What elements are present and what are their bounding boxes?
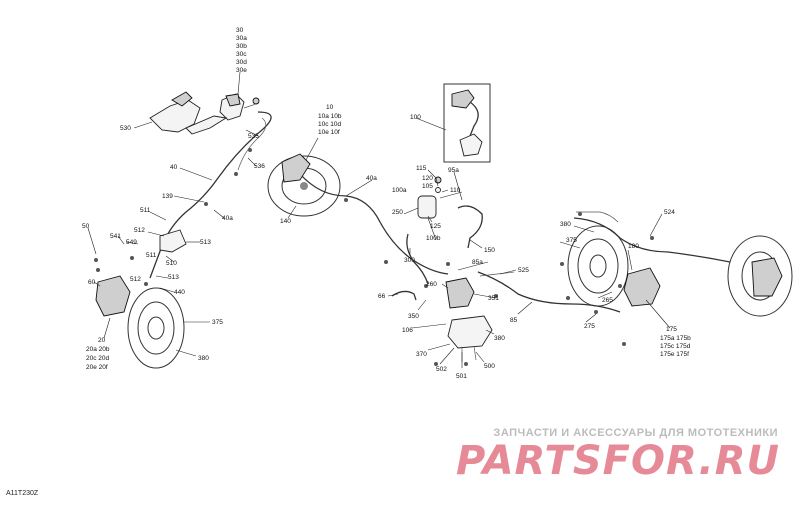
fasteners (94, 148, 654, 366)
callout-513-top: 513 (200, 239, 211, 246)
callout-20ab: 20a 20b (86, 346, 110, 353)
callout-95a: 95a (448, 167, 459, 174)
watermark-logo: PARTSFOR.RU (455, 438, 780, 484)
callout-50: 50 (82, 223, 90, 230)
callout-115: 115 (416, 165, 427, 172)
callout-10: 10 (326, 104, 334, 111)
callout-530: 530 (120, 125, 131, 132)
callout-175cd: 175c 175d (660, 343, 691, 350)
callout-85a: 85a (472, 259, 483, 266)
callout-513-bottom: 513 (168, 274, 179, 281)
callout-110: 110 (450, 187, 461, 194)
front-left-disc (95, 229, 187, 369)
center-caliper (445, 277, 493, 362)
callout-30e: 30e (236, 67, 247, 74)
callout-10ab: 10a 10b (318, 113, 342, 120)
callout-512-top: 512 (134, 227, 145, 234)
callout-380-left: 380 (198, 355, 209, 362)
callout-375-left: 375 (212, 319, 223, 326)
callout-375-right: 375 (566, 237, 577, 244)
callout-351: 351 (488, 295, 499, 302)
callout-10ef: 10e 10f (318, 129, 340, 136)
callout-120: 120 (422, 175, 433, 182)
callout-275: 275 (584, 323, 595, 330)
leader-lines (87, 71, 671, 368)
rear-far-right-disc (727, 235, 793, 317)
callout-30a: 30a (236, 35, 247, 42)
callout-501: 501 (456, 373, 467, 380)
callout-labels: 30 30a 30b 30c 30d 30e 530 535 536 10 10… (82, 27, 691, 380)
callout-510: 510 (166, 260, 177, 267)
callout-175ab: 175a 175b (660, 335, 691, 342)
front-disc-upper (267, 153, 341, 217)
callout-139: 139 (162, 193, 173, 200)
callout-350: 350 (408, 313, 419, 320)
callout-85: 85 (510, 317, 518, 324)
abs-unit-box (443, 83, 491, 163)
callout-100a: 100a (392, 187, 407, 194)
callout-125: 125 (430, 223, 441, 230)
callout-524: 524 (664, 209, 675, 216)
callout-180: 180 (628, 243, 639, 250)
callout-300: 300 (404, 257, 415, 264)
callout-380-right: 380 (560, 221, 571, 228)
callout-20: 20 (98, 337, 106, 344)
callout-175: 175 (666, 326, 677, 333)
callout-30b: 30b (236, 43, 247, 50)
callout-105: 105 (422, 183, 433, 190)
callout-140: 140 (280, 218, 291, 225)
callout-10cd: 10c 10d (318, 121, 342, 128)
callout-100b: 100b (426, 235, 441, 242)
callout-66: 66 (378, 293, 386, 300)
callout-502: 502 (436, 366, 447, 373)
callout-40a-right: 40a (366, 175, 377, 182)
callout-40: 40 (170, 164, 178, 171)
callout-536: 536 (254, 163, 265, 170)
callout-541: 541 (110, 233, 121, 240)
callout-265: 265 (602, 297, 613, 304)
callout-535: 535 (248, 133, 259, 140)
callout-30: 30 (236, 27, 244, 34)
callout-106: 106 (402, 327, 413, 334)
callout-511-top: 511 (140, 207, 151, 214)
callout-549: 549 (126, 239, 137, 246)
callout-30c: 30c (236, 51, 247, 58)
callout-380-center: 380 (494, 335, 505, 342)
callout-512-bottom: 512 (130, 276, 141, 283)
callout-525: 525 (518, 267, 529, 274)
callout-440: 440 (174, 289, 185, 296)
callout-175ef: 175e 175f (660, 351, 689, 358)
callout-260: 260 (426, 281, 437, 288)
master-cylinder-assembly (149, 91, 260, 135)
callout-20ef: 20e 20f (86, 364, 108, 371)
callout-150: 150 (484, 247, 495, 254)
callout-60: 60 (88, 279, 96, 286)
callout-250: 250 (392, 209, 403, 216)
rear-right-disc (567, 225, 661, 307)
callout-100: 100 (410, 114, 421, 121)
watermark-subtitle: ЗАПЧАСТИ И АКСЕССУАРЫ ДЛЯ МОТОТЕХНИКИ (493, 427, 778, 439)
callout-511-bottom: 511 (146, 252, 157, 259)
callout-30d: 30d (236, 59, 247, 66)
callout-20cd: 20c 20d (86, 355, 110, 362)
callout-40a-left: 40a (222, 215, 233, 222)
diagram-code: A11T230Z (6, 490, 39, 497)
callout-500: 500 (484, 363, 495, 370)
callout-370: 370 (416, 351, 427, 358)
center-reservoir (417, 176, 442, 219)
